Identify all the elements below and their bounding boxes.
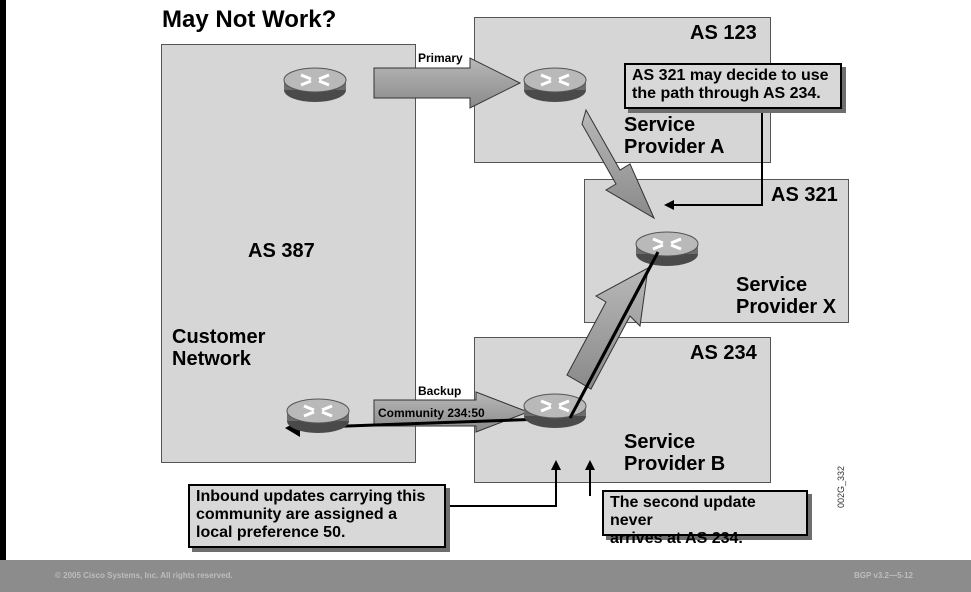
- customer-primary-router: [283, 67, 347, 102]
- customer-name-line1: Customer: [172, 326, 266, 348]
- as321-callout-connector: [664, 108, 763, 210]
- provider-a-as-label: AS 123: [690, 22, 757, 44]
- second-update-callout: The second update never arrives at AS 23…: [602, 490, 808, 547]
- provider-b-router: [523, 393, 587, 428]
- inbound-callout-line1: Inbound updates carrying this: [196, 488, 426, 505]
- inbound-callout-line2: community are assigned a: [196, 506, 397, 523]
- backup-link-label: Backup: [418, 384, 462, 398]
- as321-decision-callout: AS 321 may decide to use the path throug…: [624, 63, 842, 109]
- footer-bar: © 2005 Cisco Systems, Inc. All rights re…: [0, 560, 971, 592]
- provider-a-name-line2: Provider A: [624, 136, 725, 158]
- inbound-callout-line3: local preference 50.: [196, 524, 346, 541]
- customer-name-line2: Network: [172, 348, 251, 370]
- provider-x-as-label: AS 321: [771, 184, 838, 206]
- primary-link-label: Primary: [418, 51, 463, 65]
- as321-callout-line2: the path through AS 234.: [632, 85, 821, 102]
- provider-a-router: [523, 67, 587, 102]
- footer-course-id: BGP v3.2—5-12: [854, 571, 913, 580]
- provider-b-as-label: AS 234: [690, 342, 757, 364]
- page-title: May Not Work?: [162, 6, 337, 33]
- customer-as-label: AS 387: [248, 240, 315, 262]
- footer-copyright: © 2005 Cisco Systems, Inc. All rights re…: [55, 571, 233, 580]
- customer-backup-router: [286, 398, 350, 433]
- provider-x-name-line2: Provider X: [736, 296, 837, 318]
- provider-b-to-x-arrow: [566, 267, 649, 390]
- inbound-updates-callout: Inbound updates carrying this community …: [188, 484, 446, 548]
- second-callout-line2: arrives at AS 234.: [610, 530, 743, 547]
- provider-b-name-line1: Service: [624, 431, 696, 453]
- provider-x-name-line1: Service: [736, 274, 808, 296]
- customer-network-box: [161, 44, 416, 463]
- community-link-label: Community 234:50: [378, 406, 485, 420]
- provider-b-name-line2: Provider B: [624, 453, 726, 475]
- second-callout-line1: The second update never: [610, 494, 756, 529]
- left-edge-bar: [0, 0, 6, 560]
- provider-a-name-line1: Service: [624, 114, 696, 136]
- provider-a-to-x-arrow: [581, 108, 656, 220]
- figure-code: 002G_332: [836, 465, 846, 508]
- topology-diagram: [283, 57, 763, 507]
- primary-link-arrow: [373, 57, 522, 109]
- provider-x-router: [635, 231, 699, 266]
- inbound-callout-connector: [446, 460, 561, 507]
- as321-callout-line1: AS 321 may decide to use: [632, 67, 829, 84]
